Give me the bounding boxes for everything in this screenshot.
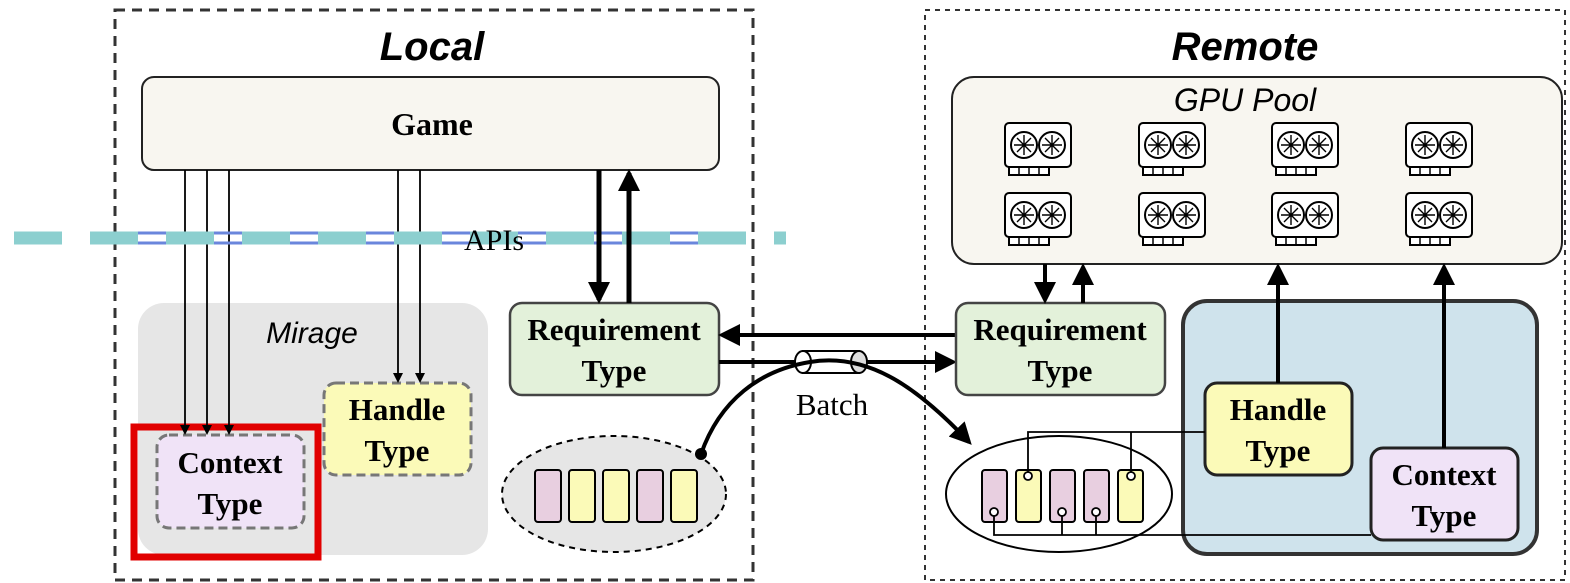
- remote-handle-line1: Handle: [1230, 392, 1326, 427]
- game-box[interactable]: [141, 76, 720, 171]
- game-label: Game: [391, 106, 473, 142]
- batch-label: Batch: [796, 387, 869, 422]
- batch-item-handle: [602, 469, 630, 523]
- remote-requirement-line1: Requirement: [973, 312, 1147, 347]
- batch-item-handle: [568, 469, 596, 523]
- local-requirement-line2: Type: [582, 353, 647, 388]
- local-context-line2: Type: [198, 486, 263, 521]
- remote-panel: [924, 9, 1566, 581]
- remote-title: Remote: [1172, 25, 1319, 69]
- batch-item-context: [534, 469, 562, 523]
- batch-item-handle: [670, 469, 698, 523]
- gpu-icon: [1138, 192, 1206, 246]
- remote-requirement-box[interactable]: [954, 301, 1167, 397]
- remote-requirement-line2: Type: [1028, 353, 1093, 388]
- local-title: Local: [380, 25, 485, 69]
- local-context-line1: Context: [177, 445, 283, 480]
- remote-context-line1: Context: [1391, 457, 1497, 492]
- gpu-icon: [1271, 192, 1339, 246]
- gpu-icon: [1405, 122, 1473, 176]
- apis-label: APIs: [464, 224, 524, 257]
- local-requirement-line1: Requirement: [527, 312, 701, 347]
- gpu-icon: [1271, 122, 1339, 176]
- batch-handle-connectors: [1023, 431, 1205, 481]
- batch-item-context: [636, 469, 664, 523]
- remote-context-line2: Type: [1412, 498, 1477, 533]
- local-panel: [113, 8, 755, 582]
- local-context-box[interactable]: [155, 433, 306, 530]
- gpu-icon: [1004, 192, 1072, 246]
- local-requirement-box[interactable]: [508, 301, 721, 397]
- local-handle-line2: Type: [365, 433, 430, 468]
- gpu-icon: [1004, 122, 1072, 176]
- remote-handle-line2: Type: [1246, 433, 1311, 468]
- batch-flow-curve: [699, 358, 972, 455]
- gpu-icon: [1405, 192, 1473, 246]
- local-handle-line1: Handle: [349, 392, 445, 427]
- batch-context-connectors: [989, 507, 1371, 536]
- mirage-label: Mirage: [266, 317, 358, 350]
- local-handle-box[interactable]: [322, 381, 473, 477]
- gpu-icon: [1138, 122, 1206, 176]
- gpu-pool-label: GPU Pool: [1174, 82, 1317, 118]
